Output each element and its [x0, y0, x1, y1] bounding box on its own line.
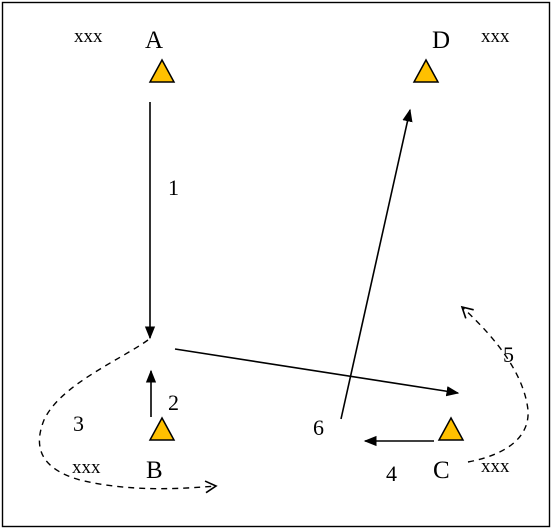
cone-d: D xxx [412, 26, 510, 83]
cone-d-icon [412, 58, 440, 83]
cone-a: xxx A [74, 26, 176, 83]
cone-d-note: xxx [481, 26, 510, 47]
path-1-label: 1 [168, 175, 179, 200]
path-6-arrow [340, 108, 413, 420]
path-3-dashed-run [38, 339, 218, 494]
path-3-label: 3 [73, 411, 84, 436]
path-6-label: 6 [313, 415, 324, 440]
path-2-label: 2 [168, 390, 179, 415]
path-5-dashed-run [460, 305, 529, 463]
cone-b-note: xxx [72, 457, 101, 478]
cone-d-label: D [432, 27, 450, 54]
cone-b-icon [148, 416, 176, 441]
cone-c-icon [437, 416, 465, 441]
cone-b-label: B [146, 457, 163, 484]
cone-a-note: xxx [74, 26, 103, 47]
cone-b: xxx B [72, 416, 176, 484]
path-5-label: 5 [503, 342, 514, 367]
pass-arrow-to-c [174, 348, 460, 397]
cone-a-icon [148, 58, 176, 83]
cone-a-label: A [145, 27, 163, 54]
path-4-label: 4 [386, 461, 397, 486]
cone-c-note: xxx [481, 456, 510, 477]
cone-c: C xxx [433, 416, 510, 484]
cone-c-label: C [433, 457, 450, 484]
